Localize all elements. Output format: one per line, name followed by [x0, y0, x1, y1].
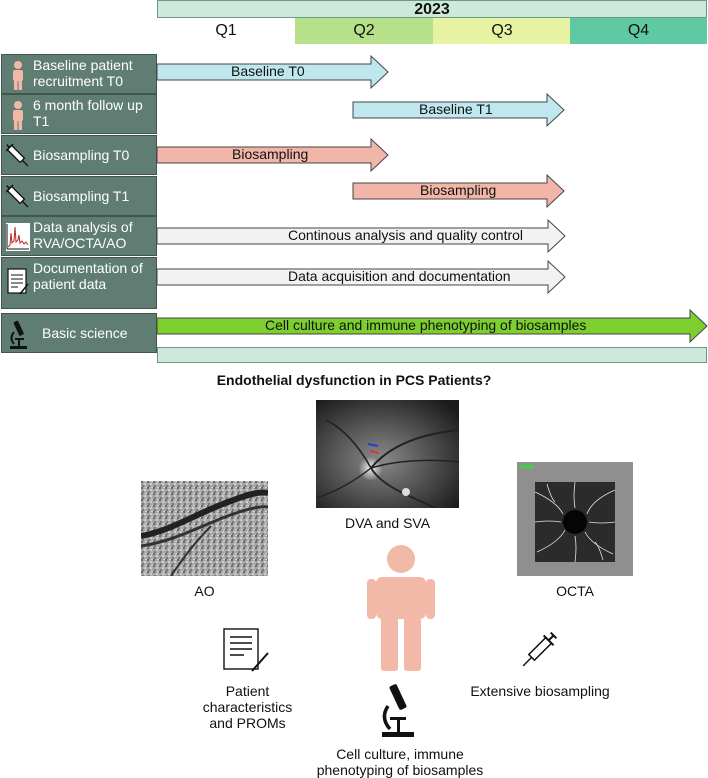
arrow-label: Biosampling: [420, 182, 497, 198]
syringe-icon: [522, 631, 558, 667]
arrow-label: Data acquisition and documentation: [288, 268, 511, 284]
row-label-text: Data analysis of RVA/OCTA/AO: [33, 219, 133, 251]
section-heading: Endothelial dysfunction in PCS Patients?: [216, 372, 492, 388]
row-label-basic-science: Basic science: [1, 313, 157, 353]
caption-biosampling: Extensive biosampling: [470, 683, 610, 699]
person-icon: [367, 545, 435, 671]
syringe-icon: [6, 184, 29, 208]
caption-cell-culture: Cell culture, immune phenotyping of bios…: [316, 746, 484, 778]
row-label-biosampling-t1: Biosampling T1: [1, 176, 157, 216]
arrow-label: Cell culture and immune phenotyping of b…: [265, 317, 587, 333]
arrow-documentation: Data acquisition and documentation: [156, 259, 566, 295]
graph-icon: [6, 223, 30, 251]
caption-dva: DVA and SVA: [344, 515, 431, 531]
arrow-biosampling-t1: Biosampling: [352, 173, 565, 209]
caption-proms: Patient characteristics and PROMs: [202, 683, 293, 731]
row-label-biosampling-t0: Biosampling T0: [1, 135, 157, 175]
row-label-documentation: Documentation of patient data: [1, 257, 157, 309]
quarter-q4: Q4: [570, 18, 707, 44]
arrow-label: Biosampling: [232, 146, 309, 162]
quarter-label: Q2: [353, 22, 375, 39]
row-label-text: Baseline patient recruitment T0: [33, 57, 133, 89]
quarter-q2: Q2: [295, 18, 433, 44]
row-label-data-analysis: Data analysis of RVA/OCTA/AO: [1, 216, 157, 256]
quarter-label: Q4: [627, 22, 650, 39]
quarter-q1: Q1: [157, 18, 295, 44]
year-header: 2023: [157, 0, 707, 18]
row-label-text: Documentation of patient data: [33, 260, 143, 292]
caption-ao: AO: [194, 583, 215, 599]
fundus-image: [316, 400, 459, 508]
timeline-footer-bar: [157, 347, 707, 363]
arrow-baseline-t1: Baseline T1: [352, 92, 565, 128]
octa-image: [517, 462, 633, 576]
row-label-text: Basic science: [42, 325, 128, 341]
row-label-followup-t1: 6 month follow up T1: [1, 94, 157, 134]
ao-image: [141, 481, 268, 576]
quarter-q3: Q3: [433, 18, 571, 44]
caption-octa: OCTA: [556, 583, 594, 599]
person-icon: [13, 101, 23, 130]
microscope-icon: [10, 320, 27, 349]
microscope-icon: [382, 684, 414, 737]
arrow-basic-science: Cell culture and immune phenotyping of b…: [156, 308, 708, 344]
row-label-text: Biosampling T0: [33, 147, 130, 163]
row-label-text: 6 month follow up T1: [33, 97, 143, 129]
arrow-baseline-t0: Baseline T0: [156, 54, 389, 90]
document-icon: [223, 628, 269, 672]
arrow-label: Continous analysis and quality control: [288, 227, 524, 243]
arrow-data-analysis: Continous analysis and quality control: [156, 218, 566, 254]
person-icon: [13, 61, 23, 90]
row-label-baseline-t0: Baseline patient recruitment T0: [1, 54, 157, 94]
quarter-label: Q1: [215, 22, 237, 39]
quarter-label: Q3: [491, 22, 513, 39]
arrow-label: Baseline T1: [419, 101, 493, 117]
row-label-text: Biosampling T1: [33, 188, 130, 204]
arrow-biosampling-t0: Biosampling: [156, 137, 389, 173]
document-icon: [7, 268, 29, 295]
syringe-icon: [6, 143, 29, 167]
arrow-label: Baseline T0: [231, 63, 305, 79]
